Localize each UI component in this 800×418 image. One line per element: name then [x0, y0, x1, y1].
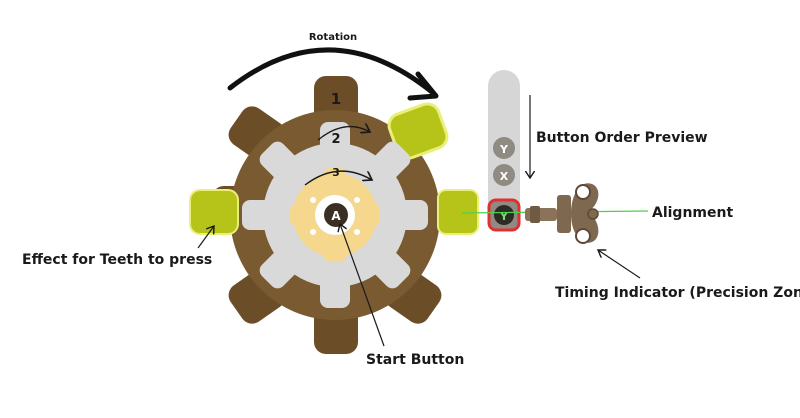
timing-indicator-label: Timing Indicator (Precision Zone) — [555, 285, 800, 301]
start-pointer — [340, 224, 385, 347]
svg-text:Y: Y — [499, 210, 509, 223]
layer-2-arrow — [317, 127, 370, 141]
start-button[interactable]: A — [324, 203, 348, 227]
svg-text:X: X — [500, 170, 509, 183]
layer-3-number: 3 — [332, 166, 340, 179]
start-button-letter: A — [331, 209, 341, 223]
layer-3-arrow — [304, 170, 372, 186]
preview-button-2: X — [493, 164, 515, 186]
svg-text:Y: Y — [499, 143, 509, 156]
timing-pointer — [598, 250, 641, 279]
layer-2-number: 2 — [331, 132, 340, 147]
button-order-preview: Y X Y — [487, 70, 530, 232]
highlight-tooth-left — [189, 189, 239, 235]
rotation-arrow — [227, 47, 439, 101]
effect-label: Effect for Teeth to press — [22, 252, 212, 268]
preview-button-1: Y — [493, 137, 515, 159]
highlight-tooth-right — [437, 189, 479, 235]
button-order-preview-label: Button Order Preview — [536, 130, 708, 146]
layer-1-number: 1 — [331, 90, 341, 108]
highlight-teeth — [189, 102, 479, 235]
effect-pointer — [197, 226, 214, 249]
start-button-label: Start Button — [366, 352, 464, 368]
highlight-tooth-top-right — [387, 102, 449, 160]
preview-button-current: Y — [487, 198, 521, 232]
rotation-label: Rotation — [309, 32, 357, 43]
alignment-label: Alignment — [652, 205, 733, 221]
wind-up-key-icon — [525, 183, 599, 244]
